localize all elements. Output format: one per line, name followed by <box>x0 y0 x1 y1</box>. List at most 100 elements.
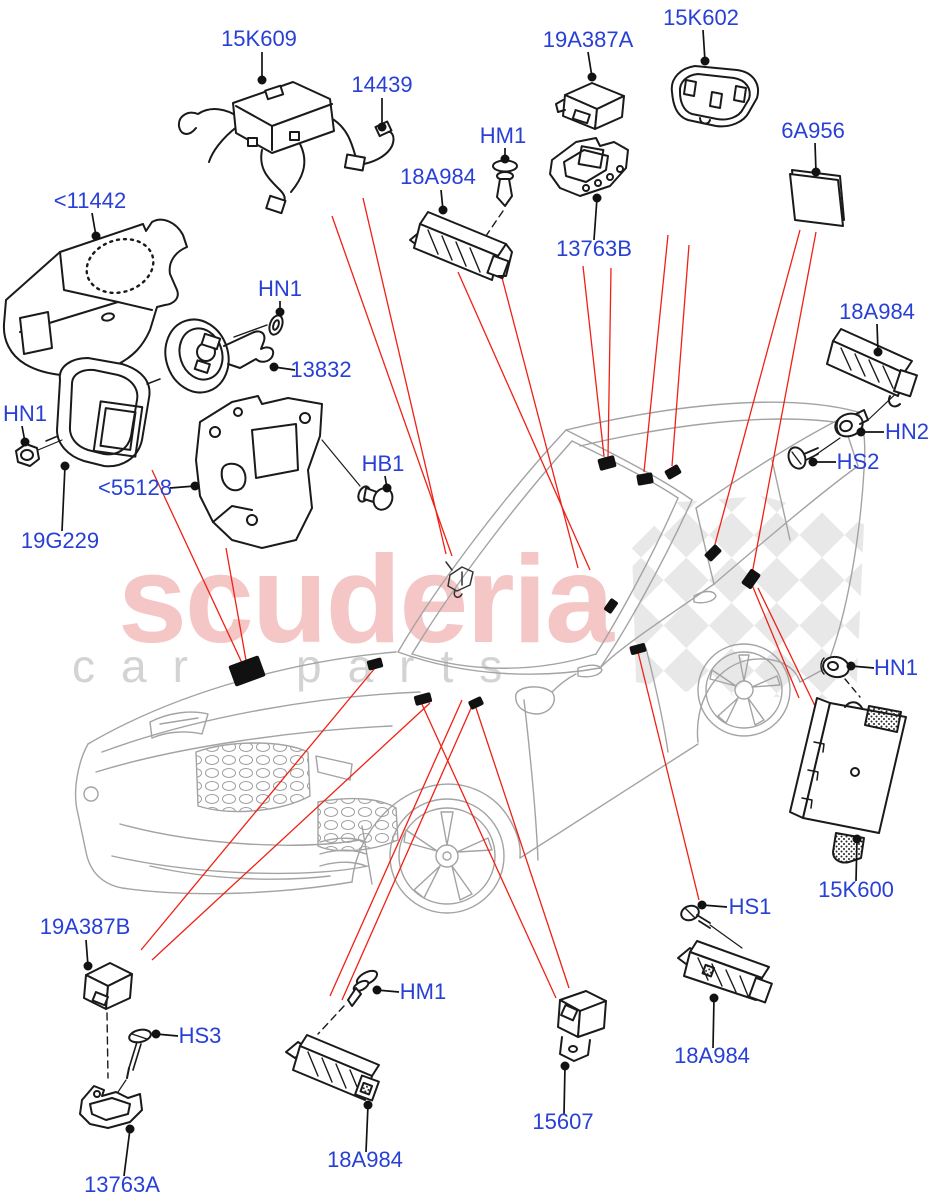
leader-line <box>643 234 669 473</box>
part-label-HB1[interactable]: HB1 <box>362 451 405 476</box>
callout-line <box>855 838 858 882</box>
leader-line <box>329 699 463 997</box>
callout-dot <box>363 1100 373 1110</box>
sensor-location-marker <box>629 643 647 655</box>
part-label-14439[interactable]: 14439 <box>351 72 412 97</box>
part-label-13763B[interactable]: 13763B <box>556 236 632 261</box>
part-label-13763A[interactable]: 13763A <box>84 1172 160 1197</box>
part-label-19A387A[interactable]: 19A387A <box>543 27 634 52</box>
callout-dot <box>83 961 93 971</box>
part-label-18A984[interactable]: 18A984 <box>400 164 476 189</box>
callout-dot <box>852 834 862 844</box>
leader-line <box>457 271 591 571</box>
part-15607-sensor <box>557 990 607 1062</box>
leader-line <box>140 667 376 951</box>
leader-line <box>151 702 431 961</box>
callout-dot <box>190 481 200 491</box>
callout-dot <box>151 1029 161 1039</box>
part-19G229-alarm-sounder <box>37 357 161 468</box>
part-label-18A984[interactable]: 18A984 <box>839 299 915 324</box>
part-6A956-pad <box>789 169 845 227</box>
part-label-18A984[interactable]: 18A984 <box>674 1043 750 1068</box>
part-HN2-grommet-nut <box>834 409 869 438</box>
callout-dot <box>377 122 387 132</box>
part-label-6A956[interactable]: 6A956 <box>781 118 845 143</box>
leader-line <box>331 215 453 557</box>
part-label-HM1[interactable]: HM1 <box>480 123 526 148</box>
part-11442-cover <box>2 218 188 377</box>
part-HN1-grommet-right <box>820 655 861 698</box>
part-18A984-antenna-bottom <box>285 1034 380 1102</box>
callout-dot <box>808 457 818 467</box>
part-label-55128[interactable]: <55128 <box>98 475 172 500</box>
callout-dot <box>257 75 267 85</box>
sensor-location-marker <box>636 472 654 486</box>
sensor-location-marker <box>664 464 682 480</box>
part-label-15K609[interactable]: 15K609 <box>221 26 297 51</box>
callout-line <box>876 323 879 353</box>
watermark-sub-parts: parts <box>296 640 528 692</box>
leader-line <box>151 469 243 664</box>
leader-line <box>749 579 800 699</box>
part-18A984-antenna-top <box>409 211 513 281</box>
callout-dot <box>382 483 392 493</box>
callout-dot <box>592 193 602 203</box>
watermark-brand: scuderia <box>118 531 615 669</box>
part-18A984-antenna-bottom-right <box>677 940 773 1004</box>
leader-line <box>225 547 248 667</box>
part-HN1-nut <box>15 443 40 467</box>
callout-dot <box>438 205 448 215</box>
callout-line <box>123 1128 131 1177</box>
part-18A984-antenna-right <box>813 328 918 457</box>
part-13763A-bracket <box>79 1085 143 1129</box>
part-label-HN2[interactable]: HN2 <box>885 419 929 444</box>
sensor-location-marker <box>366 657 384 671</box>
part-19A387A-module <box>555 82 625 130</box>
callout-dot <box>500 154 510 164</box>
part-label-HS2[interactable]: HS2 <box>837 449 880 474</box>
part-label-13832[interactable]: 13832 <box>290 357 351 382</box>
part-label-18A984[interactable]: 18A984 <box>327 1147 403 1172</box>
part-HS3-screw <box>117 1028 152 1093</box>
sensor-location-marker <box>468 696 484 710</box>
part-label-19A387B[interactable]: 19A387B <box>40 914 131 939</box>
part-label-15K600[interactable]: 15K600 <box>818 877 894 902</box>
part-label-HS1[interactable]: HS1 <box>729 894 772 919</box>
callout-line <box>365 1104 369 1153</box>
leader-line <box>757 587 817 709</box>
part-label-15K602[interactable]: 15K602 <box>663 5 739 30</box>
leader-line <box>362 197 447 555</box>
cowl-bracket-sketch <box>445 561 474 599</box>
part-19A387B-module <box>83 962 133 1079</box>
part-15K609-receiver-module <box>177 81 395 215</box>
callout-dot <box>91 231 101 241</box>
part-label-19G229[interactable]: 19G229 <box>21 528 99 553</box>
callout-dot <box>60 461 70 471</box>
callout-dot <box>873 347 883 357</box>
callout-dot <box>856 427 866 437</box>
sensor-location-marker <box>741 568 761 590</box>
part-label-HN1[interactable]: HN1 <box>3 401 47 426</box>
part-label-HM1[interactable]: HM1 <box>400 979 446 1004</box>
leader-line <box>637 651 700 901</box>
part-label-HN1[interactable]: HN1 <box>258 276 302 301</box>
leader-line <box>671 244 690 467</box>
callout-dot <box>275 307 285 317</box>
leader-line <box>499 269 579 569</box>
part-label-15607[interactable]: 15607 <box>532 1109 593 1134</box>
part-label-HS3[interactable]: HS3 <box>179 1023 222 1048</box>
sensor-location-marker <box>228 655 266 687</box>
part-label-HN1[interactable]: HN1 <box>874 655 918 680</box>
watermark-checker-flag <box>632 496 864 700</box>
part-label-11442[interactable]: <11442 <box>54 188 126 213</box>
leader-line <box>341 705 473 1001</box>
callout-dot <box>20 437 30 447</box>
callout-line <box>593 197 598 241</box>
leader-line <box>607 267 612 459</box>
callout-line <box>61 465 66 532</box>
sensor-location-marker <box>413 692 433 706</box>
callout-dot <box>560 1061 570 1071</box>
callout-line <box>712 997 715 1049</box>
part-15K602-module <box>670 65 759 128</box>
